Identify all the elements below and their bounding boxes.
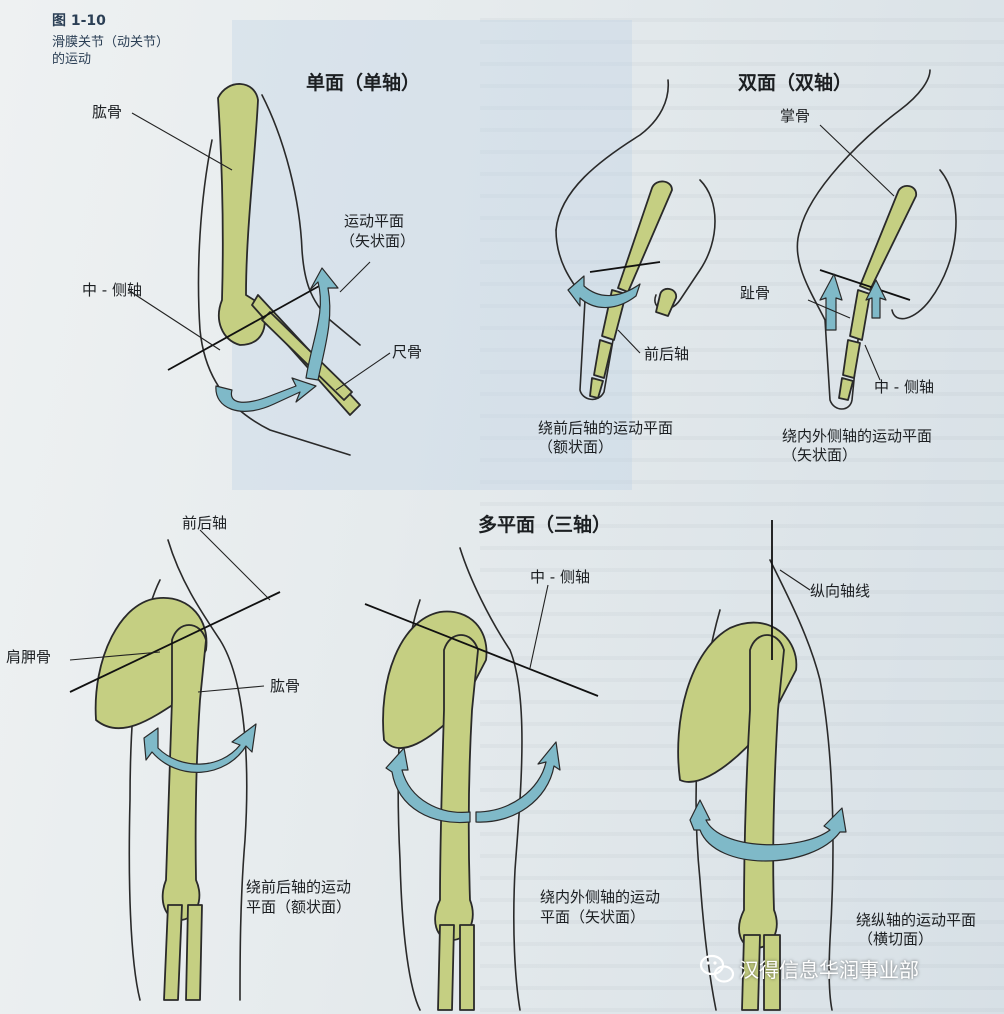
frontal-rotation-arrow-shoulder (143, 723, 257, 773)
sagittal-rotation-arrow-left-shoulder (385, 747, 471, 824)
shoulder-frontal-diagram (69, 529, 281, 1001)
sagittal-rotation-arrow-right (865, 279, 887, 319)
hand2-caption-line1: 绕内外侧轴的运动平面 (782, 427, 933, 445)
wechat-icon (699, 954, 735, 983)
shoulder1-caption-line1: 绕前后轴的运动 (246, 878, 352, 896)
ap-axis-line-shoulder (69, 591, 281, 693)
sagittal-rotation-arrow-left (819, 273, 843, 331)
ap-axis-label-hand: 前后轴 (644, 345, 690, 363)
metacarpal-bone-2 (859, 185, 917, 291)
figure-number: 图 1-10 (52, 13, 106, 29)
sagittal-rotation-arrow-right-shoulder (475, 741, 561, 823)
finger-frontal-diagram (555, 79, 716, 401)
longitudinal-axis-label: 纵向轴线 (810, 582, 871, 600)
phalanx-bone (849, 289, 871, 341)
hand2-caption-line2: （矢状面） (782, 446, 858, 464)
triaxial-title: 多平面（三轴） (478, 514, 612, 536)
shoulder-sagittal-diagram (364, 547, 599, 1011)
motion-plane-sub-label: （矢状面） (340, 232, 416, 250)
humerus-label: 肱骨 (92, 103, 123, 121)
shoulder1-caption-line2: 平面（额状面） (246, 898, 352, 916)
figure-caption-line1: 滑膜关节（动关节） (52, 35, 170, 50)
humerus-label-shoulder: 肱骨 (270, 677, 301, 695)
ap-axis-line (589, 261, 661, 273)
metacarpal-label: 掌骨 (780, 107, 811, 125)
med-lat-axis-line-shoulder (364, 603, 599, 697)
ulna-label: 尺骨 (392, 343, 423, 361)
med-lat-axis-label: 中 - 侧轴 (82, 281, 142, 299)
figure-caption-line2: 的运动 (52, 52, 92, 67)
hand1-caption-line1: 绕前后轴的运动平面 (538, 419, 674, 437)
finger-sagittal-diagram (796, 69, 957, 410)
elbow-diagram (127, 83, 391, 456)
shoulder3-caption-line2: （横切面） (858, 930, 934, 948)
frontal-rotation-arrow (567, 275, 641, 309)
motion-plane-label: 运动平面 (344, 212, 405, 230)
ap-axis-label-shoulder: 前后轴 (182, 514, 228, 532)
phalanx-label: 趾骨 (740, 284, 771, 302)
hand1-caption-line2: （额状面） (538, 438, 614, 456)
med-lat-axis-label-shoulder: 中 - 侧轴 (530, 568, 590, 586)
shoulder-transverse-diagram (677, 520, 847, 1011)
shoulder2-caption-line2: 平面（矢状面） (540, 908, 646, 926)
rotation-arrow-down (215, 377, 317, 412)
scapula-label: 肩胛骨 (6, 648, 52, 666)
humerus-bone (217, 83, 266, 346)
uniaxial-title: 单面（单轴） (306, 72, 421, 94)
med-lat-axis-line-hand (819, 269, 911, 301)
shoulder2-caption-line1: 绕内外侧轴的运动 (540, 888, 661, 906)
watermark: 汉得信息华润事业部 (697, 950, 919, 986)
transverse-rotation-arrow (689, 799, 847, 862)
med-lat-axis-line (167, 279, 331, 371)
watermark-text: 汉得信息华润事业部 (739, 957, 919, 982)
shoulder3-caption-line1: 绕纵轴的运动平面 (856, 911, 977, 929)
metacarpal-bone (617, 180, 673, 293)
med-lat-axis-label-hand: 中 - 侧轴 (874, 378, 934, 396)
background-panel (232, 20, 632, 490)
rotation-arrow-up (305, 267, 339, 381)
biaxial-title: 双面（双轴） (738, 72, 853, 94)
